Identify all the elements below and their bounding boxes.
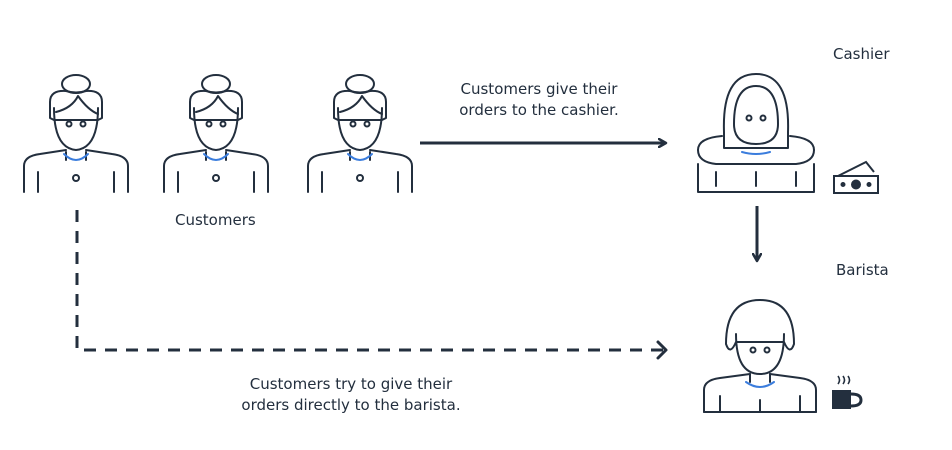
flow-to-barista-caption: Customers try to give their orders direc…: [218, 374, 484, 416]
flow-to-cashier-line-2: orders to the cashier.: [459, 101, 619, 119]
cashier-label: Cashier: [833, 45, 890, 63]
barista-icon: [703, 299, 817, 413]
cashier-icon: [697, 73, 815, 193]
barista-label: Barista: [836, 261, 889, 279]
customers-label: Customers: [175, 211, 256, 229]
coffee-mug-icon: [832, 375, 863, 409]
customer-1-icon: [23, 74, 129, 193]
flow-to-cashier-line-1: Customers give their: [460, 80, 618, 98]
flow-to-barista-line-1: Customers try to give their: [249, 375, 453, 393]
flow-to-barista-line-2: orders directly to the barista.: [241, 396, 461, 414]
flow-to-cashier-caption: Customers give their orders to the cashi…: [430, 79, 648, 121]
cash-icon: [833, 160, 879, 194]
dashed-arrowhead: [656, 340, 668, 360]
customer-3-icon: [307, 74, 413, 193]
dashed-line-customers-to-barista: [75, 210, 666, 352]
customer-2-icon: [163, 74, 269, 193]
